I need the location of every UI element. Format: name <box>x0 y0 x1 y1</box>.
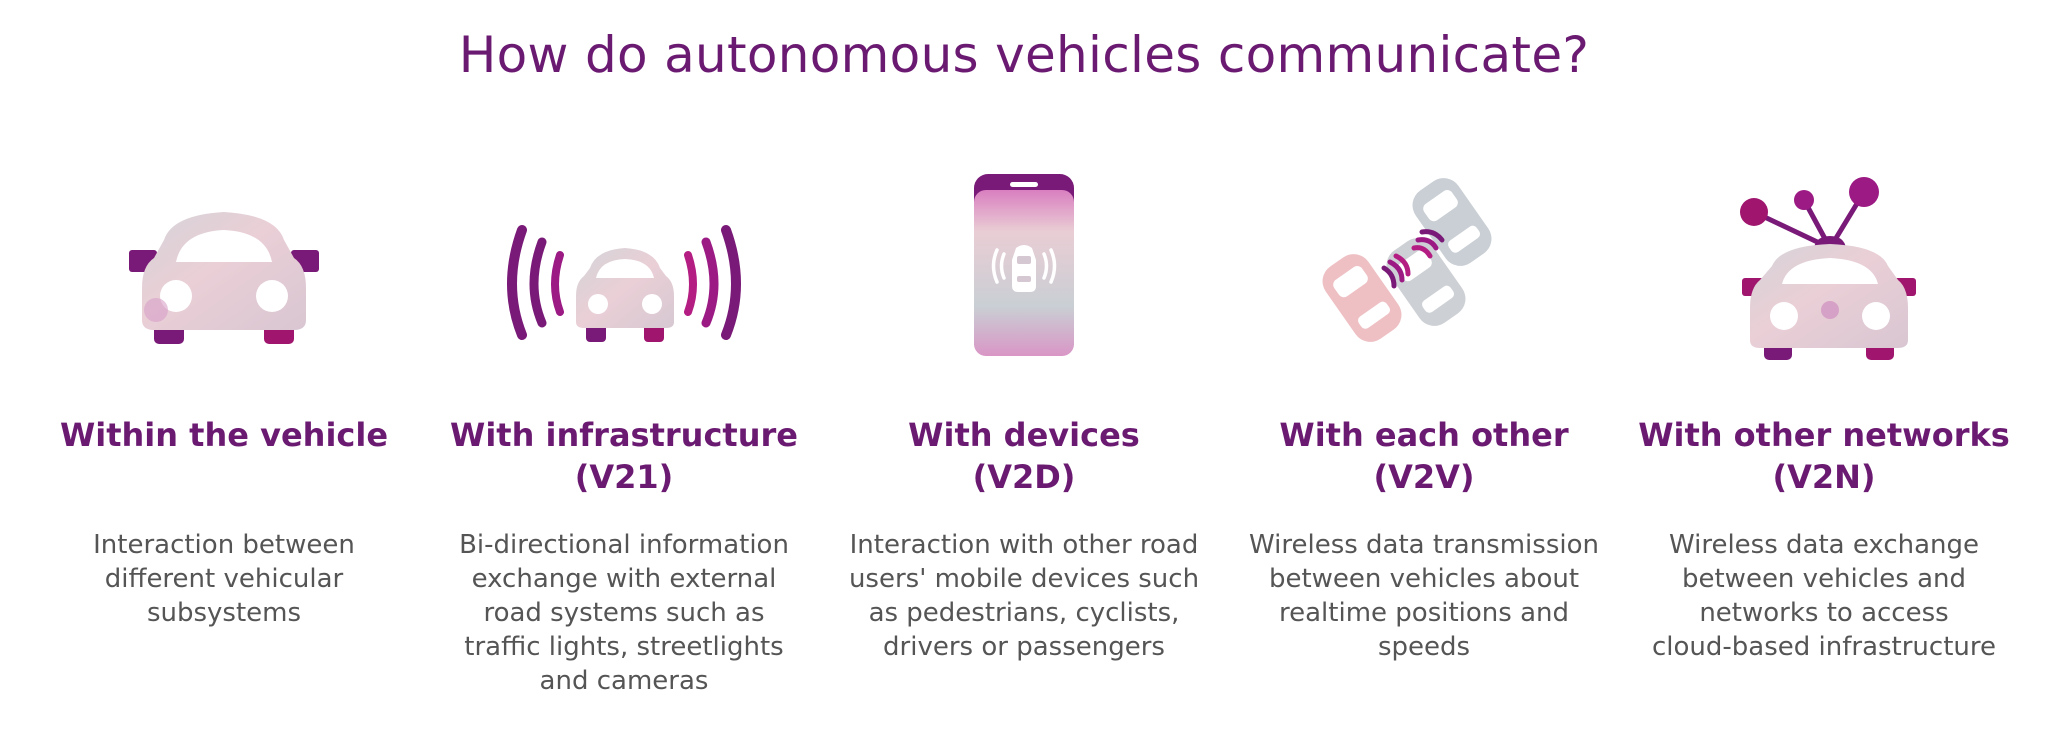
column-devices: With devices (V2D) Interaction with othe… <box>824 170 1224 730</box>
column-each-other: With each other (V2V) Wireless data tran… <box>1224 170 1624 730</box>
column-description: Wireless data transmission between vehic… <box>1249 530 1599 662</box>
column-heading: With devices (V2D) <box>908 416 1140 496</box>
smartphone-car-icon <box>894 170 1154 380</box>
cars-signal-icon <box>1294 170 1554 380</box>
car-broadcast-icon <box>494 170 754 380</box>
column-infrastructure: With infrastructure (V21) Bi-directional… <box>424 170 824 730</box>
column-heading: With each other (V2V) <box>1279 416 1569 496</box>
column-heading: With infrastructure (V21) <box>450 416 798 496</box>
page-title: How do autonomous vehicles communicate? <box>458 26 1590 84</box>
car-front-icon <box>94 170 354 380</box>
car-network-icon <box>1694 170 1954 380</box>
column-description: Interaction between different vehicular … <box>93 530 355 628</box>
column-description: Wireless data exchange between vehicles … <box>1651 530 1996 662</box>
column-heading: With other networks (V2N) <box>1638 416 2010 496</box>
column-within-vehicle: Within the vehicle Interaction between d… <box>24 170 424 730</box>
column-heading: Within the vehicle <box>59 416 389 454</box>
communication-types: Within the vehicle Interaction between d… <box>0 170 2048 730</box>
column-description: Interaction with other road users' mobil… <box>848 530 1200 662</box>
column-other-networks: With other networks (V2N) Wireless data … <box>1624 170 2024 730</box>
column-description: Bi-directional information exchange with… <box>459 530 789 696</box>
